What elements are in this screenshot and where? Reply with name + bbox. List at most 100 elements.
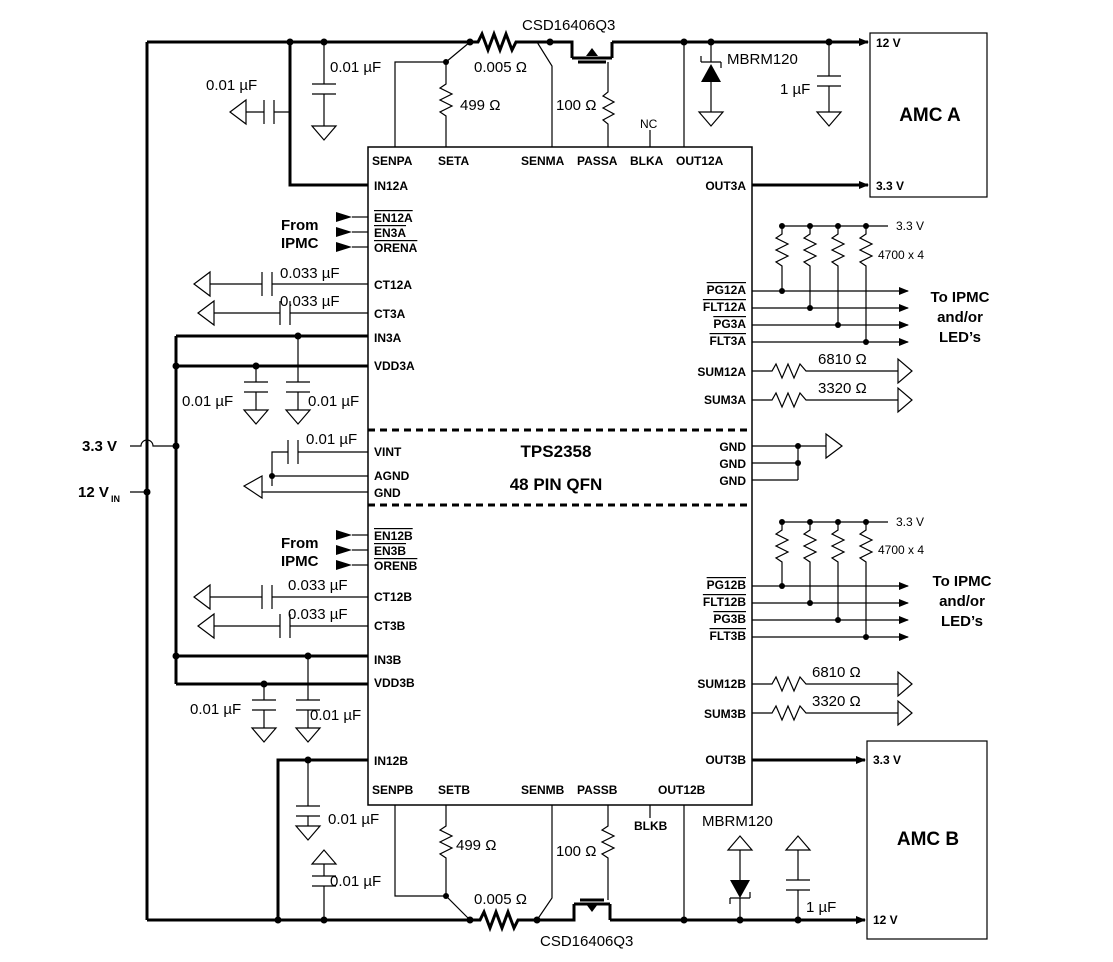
channel-b-control (193, 530, 368, 743)
to-ipmc-a-1: To IPMC (931, 289, 990, 306)
pin-flt3b: FLT3B (710, 629, 747, 643)
supply-rails (130, 38, 470, 924)
in-cap-b2-label: 0.01 µF (330, 873, 381, 890)
supply-33v-label: 3.3 V (82, 438, 117, 455)
pin-sum12b: SUM12B (697, 677, 746, 691)
sum3a-res-label: 3320 Ω (818, 380, 867, 397)
amc-a-12v: 12 V (876, 36, 901, 50)
ct3b-cap-label: 0.033 µF (288, 606, 348, 623)
to-ipmc-a-3: LED’s (939, 329, 981, 346)
diode-a-label: MBRM120 (727, 51, 798, 68)
pin-vdd3b: VDD3B (374, 676, 415, 690)
pin-en3b: EN3B (374, 544, 406, 558)
pin-pg3b: PG3B (713, 612, 746, 626)
channel-a-power-path (229, 29, 869, 189)
to-ipmc-b-2: and/or (939, 593, 985, 610)
pin-sum3b: SUM3B (704, 707, 746, 721)
chip-package: 48 PIN QFN (510, 475, 603, 494)
pin-vint: VINT (374, 445, 402, 459)
pin-ct12a: CT12A (374, 278, 412, 292)
vdd3a-cap-label: 0.01 µF (182, 393, 233, 410)
pin-en12b: EN12B (374, 529, 413, 543)
set-res-b-label: 499 Ω (456, 837, 496, 854)
sum12b-res-label: 6810 Ω (812, 664, 861, 681)
ct12a-cap-label: 0.033 µF (280, 265, 340, 282)
diode-b-label: MBRM120 (702, 813, 773, 830)
pin-gnd-left: GND (374, 486, 401, 500)
in-cap-a-label: 0.01 µF (330, 59, 381, 76)
pullup-a-value: 4700 x 4 (878, 248, 924, 262)
pin-out12b: OUT12B (658, 783, 706, 797)
mosfet-a-label: CSD16406Q3 (522, 17, 615, 34)
pin-out3a: OUT3A (705, 179, 746, 193)
amc-b-33v: 3.3 V (873, 753, 901, 767)
pin-passa: PASSA (577, 154, 618, 168)
sense-res-b-label: 0.005 Ω (474, 891, 527, 908)
from-ipmc-a-1: From (281, 217, 319, 234)
amc-b-12v: 12 V (873, 913, 898, 927)
pin-gnd-r3: GND (719, 474, 746, 488)
pin-gnd-r2: GND (719, 457, 746, 471)
in3a-cap-label: 0.01 µF (308, 393, 359, 410)
pin-ct3a: CT3A (374, 307, 406, 321)
gate-res-a-label: 100 Ω (556, 97, 596, 114)
pin-vdd3a: VDD3A (374, 359, 415, 373)
out-cap-b-label: 1 µF (806, 899, 836, 916)
pullup-b-value: 4700 x 4 (878, 543, 924, 557)
channel-a-status (752, 223, 913, 414)
sense-res-a-label: 0.005 Ω (474, 59, 527, 76)
pin-in3a: IN3A (374, 331, 402, 345)
amc-a-box (869, 32, 988, 198)
pin-setb: SETB (438, 783, 470, 797)
pin-pg3a: PG3A (713, 317, 746, 331)
pin-in12a: IN12A (374, 179, 408, 193)
pin-pg12b: PG12B (707, 578, 747, 592)
chip-name: TPS2358 (521, 442, 592, 461)
pin-blka: BLKA (630, 154, 664, 168)
pin-blkb: BLKB (634, 819, 668, 833)
sum12a-res-label: 6810 Ω (818, 351, 867, 368)
pin-flt3a: FLT3A (710, 334, 747, 348)
ct3a-cap-label: 0.033 µF (280, 293, 340, 310)
pin-gnd-r1: GND (719, 440, 746, 454)
cap-a-left-label: 0.01 µF (206, 77, 257, 94)
pin-en3a: EN3A (374, 226, 406, 240)
supply-12v-label: 12 V (78, 484, 109, 501)
vint-cap-label: 0.01 µF (306, 431, 357, 448)
channel-b-status (752, 519, 913, 727)
pin-out12a: OUT12A (676, 154, 724, 168)
sum3b-res-label: 3320 Ω (812, 693, 861, 710)
pin-out3b: OUT3B (705, 753, 746, 767)
pin-ct3b: CT3B (374, 619, 406, 633)
pin-senmb: SENMB (521, 783, 565, 797)
amc-b-label: AMC B (897, 829, 959, 850)
pin-senma: SENMA (521, 154, 565, 168)
pin-sum3a: SUM3A (704, 393, 746, 407)
mosfet-b-label: CSD16406Q3 (540, 933, 633, 950)
vdd3b-cap-label: 0.01 µF (190, 701, 241, 718)
to-ipmc-a-2: and/or (937, 309, 983, 326)
pin-sum12a: SUM12A (697, 365, 746, 379)
pin-senpb: SENPB (372, 783, 414, 797)
amc-b-box (866, 740, 988, 940)
pin-orenb: ORENB (374, 559, 418, 573)
pin-passb: PASSB (577, 783, 618, 797)
to-ipmc-b-1: To IPMC (933, 573, 992, 590)
pin-orena: ORENA (374, 241, 418, 255)
pin-flt12a: FLT12A (703, 300, 746, 314)
ct12b-cap-label: 0.033 µF (288, 577, 348, 594)
from-ipmc-a-2: IPMC (281, 235, 319, 252)
in3b-cap-label: 0.01 µF (310, 707, 361, 724)
vint-gnd-section (242, 432, 843, 500)
pin-in12b: IN12B (374, 754, 408, 768)
pin-ct12b: CT12B (374, 590, 412, 604)
pin-en12a: EN12A (374, 211, 413, 225)
channel-a-control (193, 212, 368, 425)
pullup-b-supply: 3.3 V (896, 515, 924, 529)
from-ipmc-b-2: IPMC (281, 553, 319, 570)
pin-in3b: IN3B (374, 653, 402, 667)
channel-b-power-path (294, 756, 866, 933)
pullup-a-supply: 3.3 V (896, 219, 924, 233)
blka-nc-label: NC (640, 117, 658, 131)
